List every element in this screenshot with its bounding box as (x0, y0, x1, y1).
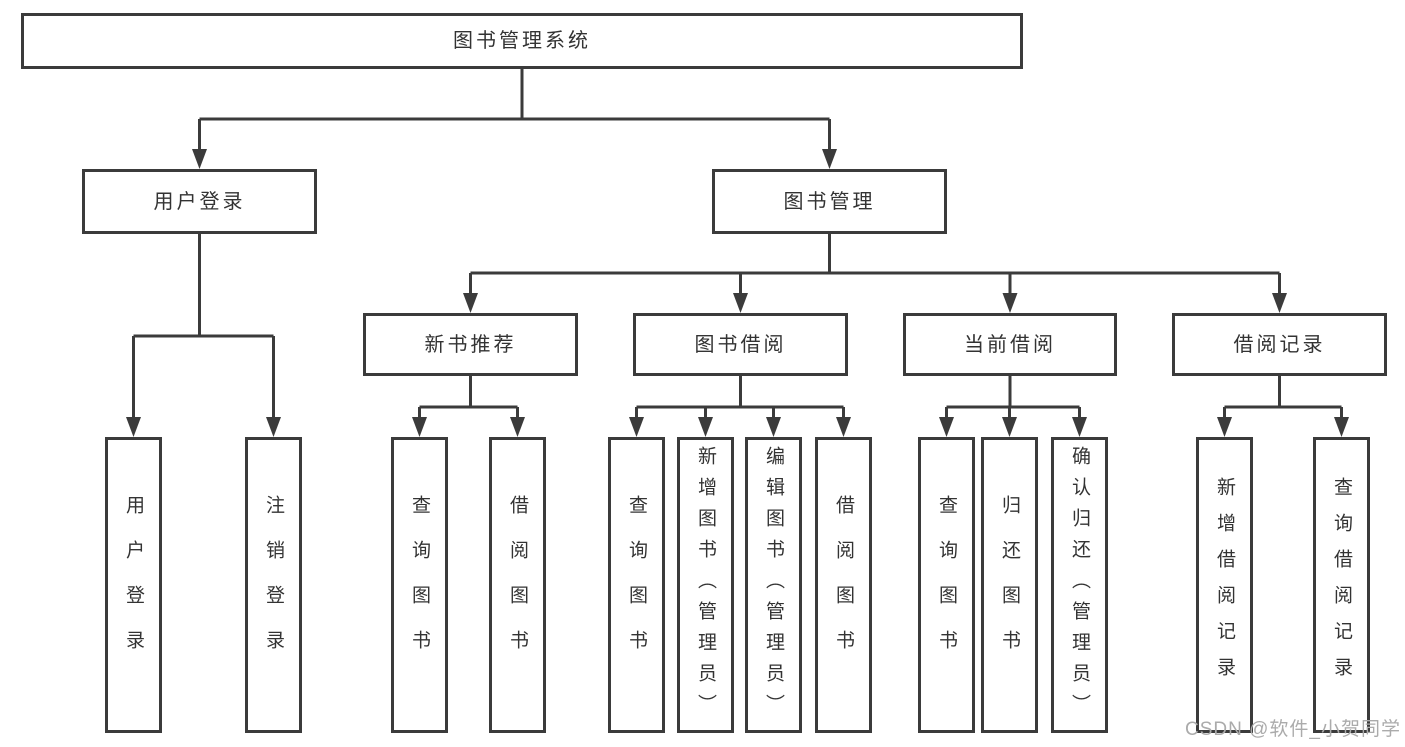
leaf-newbook-query-books: 查询图书 (391, 437, 448, 733)
leaf-current-return-books: 归还图书 (981, 437, 1038, 733)
connector-current-borrow-to-leaves (939, 375, 1087, 437)
leaf-records-query-record: 查询借阅记录 (1313, 437, 1370, 733)
arrowhead (1272, 293, 1287, 313)
csdn-watermark: CSDN @软件_小贺同学 (1185, 719, 1401, 740)
arrowhead (463, 293, 478, 313)
arrowhead (126, 417, 141, 437)
leaf-borrow-borrow-books: 借阅图书 (815, 437, 872, 733)
node-label: 查询借阅记录 (1331, 477, 1352, 693)
arrowhead (192, 149, 207, 169)
node-label: 查询图书 (936, 495, 957, 675)
leaf-records-add-record: 新增借阅记录 (1196, 437, 1253, 733)
arrowhead (822, 149, 837, 169)
node-label: 图书借阅 (694, 333, 787, 356)
arrowhead (1002, 293, 1018, 313)
arrowhead (1217, 417, 1232, 437)
node-label: 用户登录 (153, 190, 246, 213)
node-label: 借阅图书 (507, 495, 528, 675)
arrowhead (733, 293, 748, 313)
connector-borrow-records-to-leaves (1217, 375, 1349, 437)
node-label: 新书推荐 (424, 333, 517, 356)
connector-book-borrow-to-leaves (629, 375, 851, 437)
connector-book-mgmt-to-level3 (463, 233, 1287, 313)
node-label: 图书管理 (783, 190, 876, 213)
node-label: 归还图书 (999, 495, 1020, 675)
node-label: 当前借阅 (964, 333, 1056, 356)
leaf-logout-login: 注销登录 (245, 437, 302, 733)
leaf-current-confirm-return-admin: 确认归还（管理员） (1051, 437, 1108, 733)
leaf-current-query-books: 查询图书 (918, 437, 975, 733)
connector-new-books-to-leaves (412, 375, 525, 437)
node-user-login: 用户登录 (82, 169, 317, 234)
arrowhead (1072, 417, 1087, 437)
connector-user-login-to-leaves (126, 233, 281, 437)
arrowhead (510, 417, 525, 437)
arrowhead (939, 417, 954, 437)
node-label: 注销登录 (263, 495, 284, 675)
node-borrow-records: 借阅记录 (1172, 313, 1387, 376)
node-label: 借阅图书 (833, 495, 854, 675)
node-label: 新增图书（管理员） (695, 445, 716, 725)
node-library-management-system: 图书管理系统 (21, 13, 1023, 69)
node-label: 新增借阅记录 (1214, 477, 1235, 693)
leaf-user-login: 用户登录 (105, 437, 162, 733)
arrowhead (266, 417, 281, 437)
leaf-borrow-query-books: 查询图书 (608, 437, 665, 733)
node-label: 图书管理系统 (453, 30, 591, 52)
node-label: 用户登录 (123, 495, 144, 675)
node-book-management: 图书管理 (712, 169, 947, 234)
node-label: 查询图书 (626, 495, 647, 675)
node-book-borrowing: 图书借阅 (633, 313, 848, 376)
connector-root-to-level2 (192, 69, 837, 169)
node-label: 借阅记录 (1233, 333, 1326, 356)
arrowhead (766, 417, 781, 437)
arrowhead (1334, 417, 1349, 437)
leaf-borrow-add-books-admin: 新增图书（管理员） (677, 437, 734, 733)
leaf-borrow-edit-books-admin: 编辑图书（管理员） (745, 437, 802, 733)
node-label: 确认归还（管理员） (1069, 445, 1090, 725)
leaf-newbook-borrow-books: 借阅图书 (489, 437, 546, 733)
node-label: 查询图书 (409, 495, 430, 675)
arrowhead (698, 417, 713, 437)
node-current-borrowing: 当前借阅 (903, 313, 1117, 376)
arrowhead (836, 417, 851, 437)
node-label: 编辑图书（管理员） (763, 445, 784, 725)
arrowhead (412, 417, 427, 437)
arrowhead (629, 417, 644, 437)
arrowhead (1002, 417, 1017, 437)
node-new-book-recommend: 新书推荐 (363, 313, 578, 376)
